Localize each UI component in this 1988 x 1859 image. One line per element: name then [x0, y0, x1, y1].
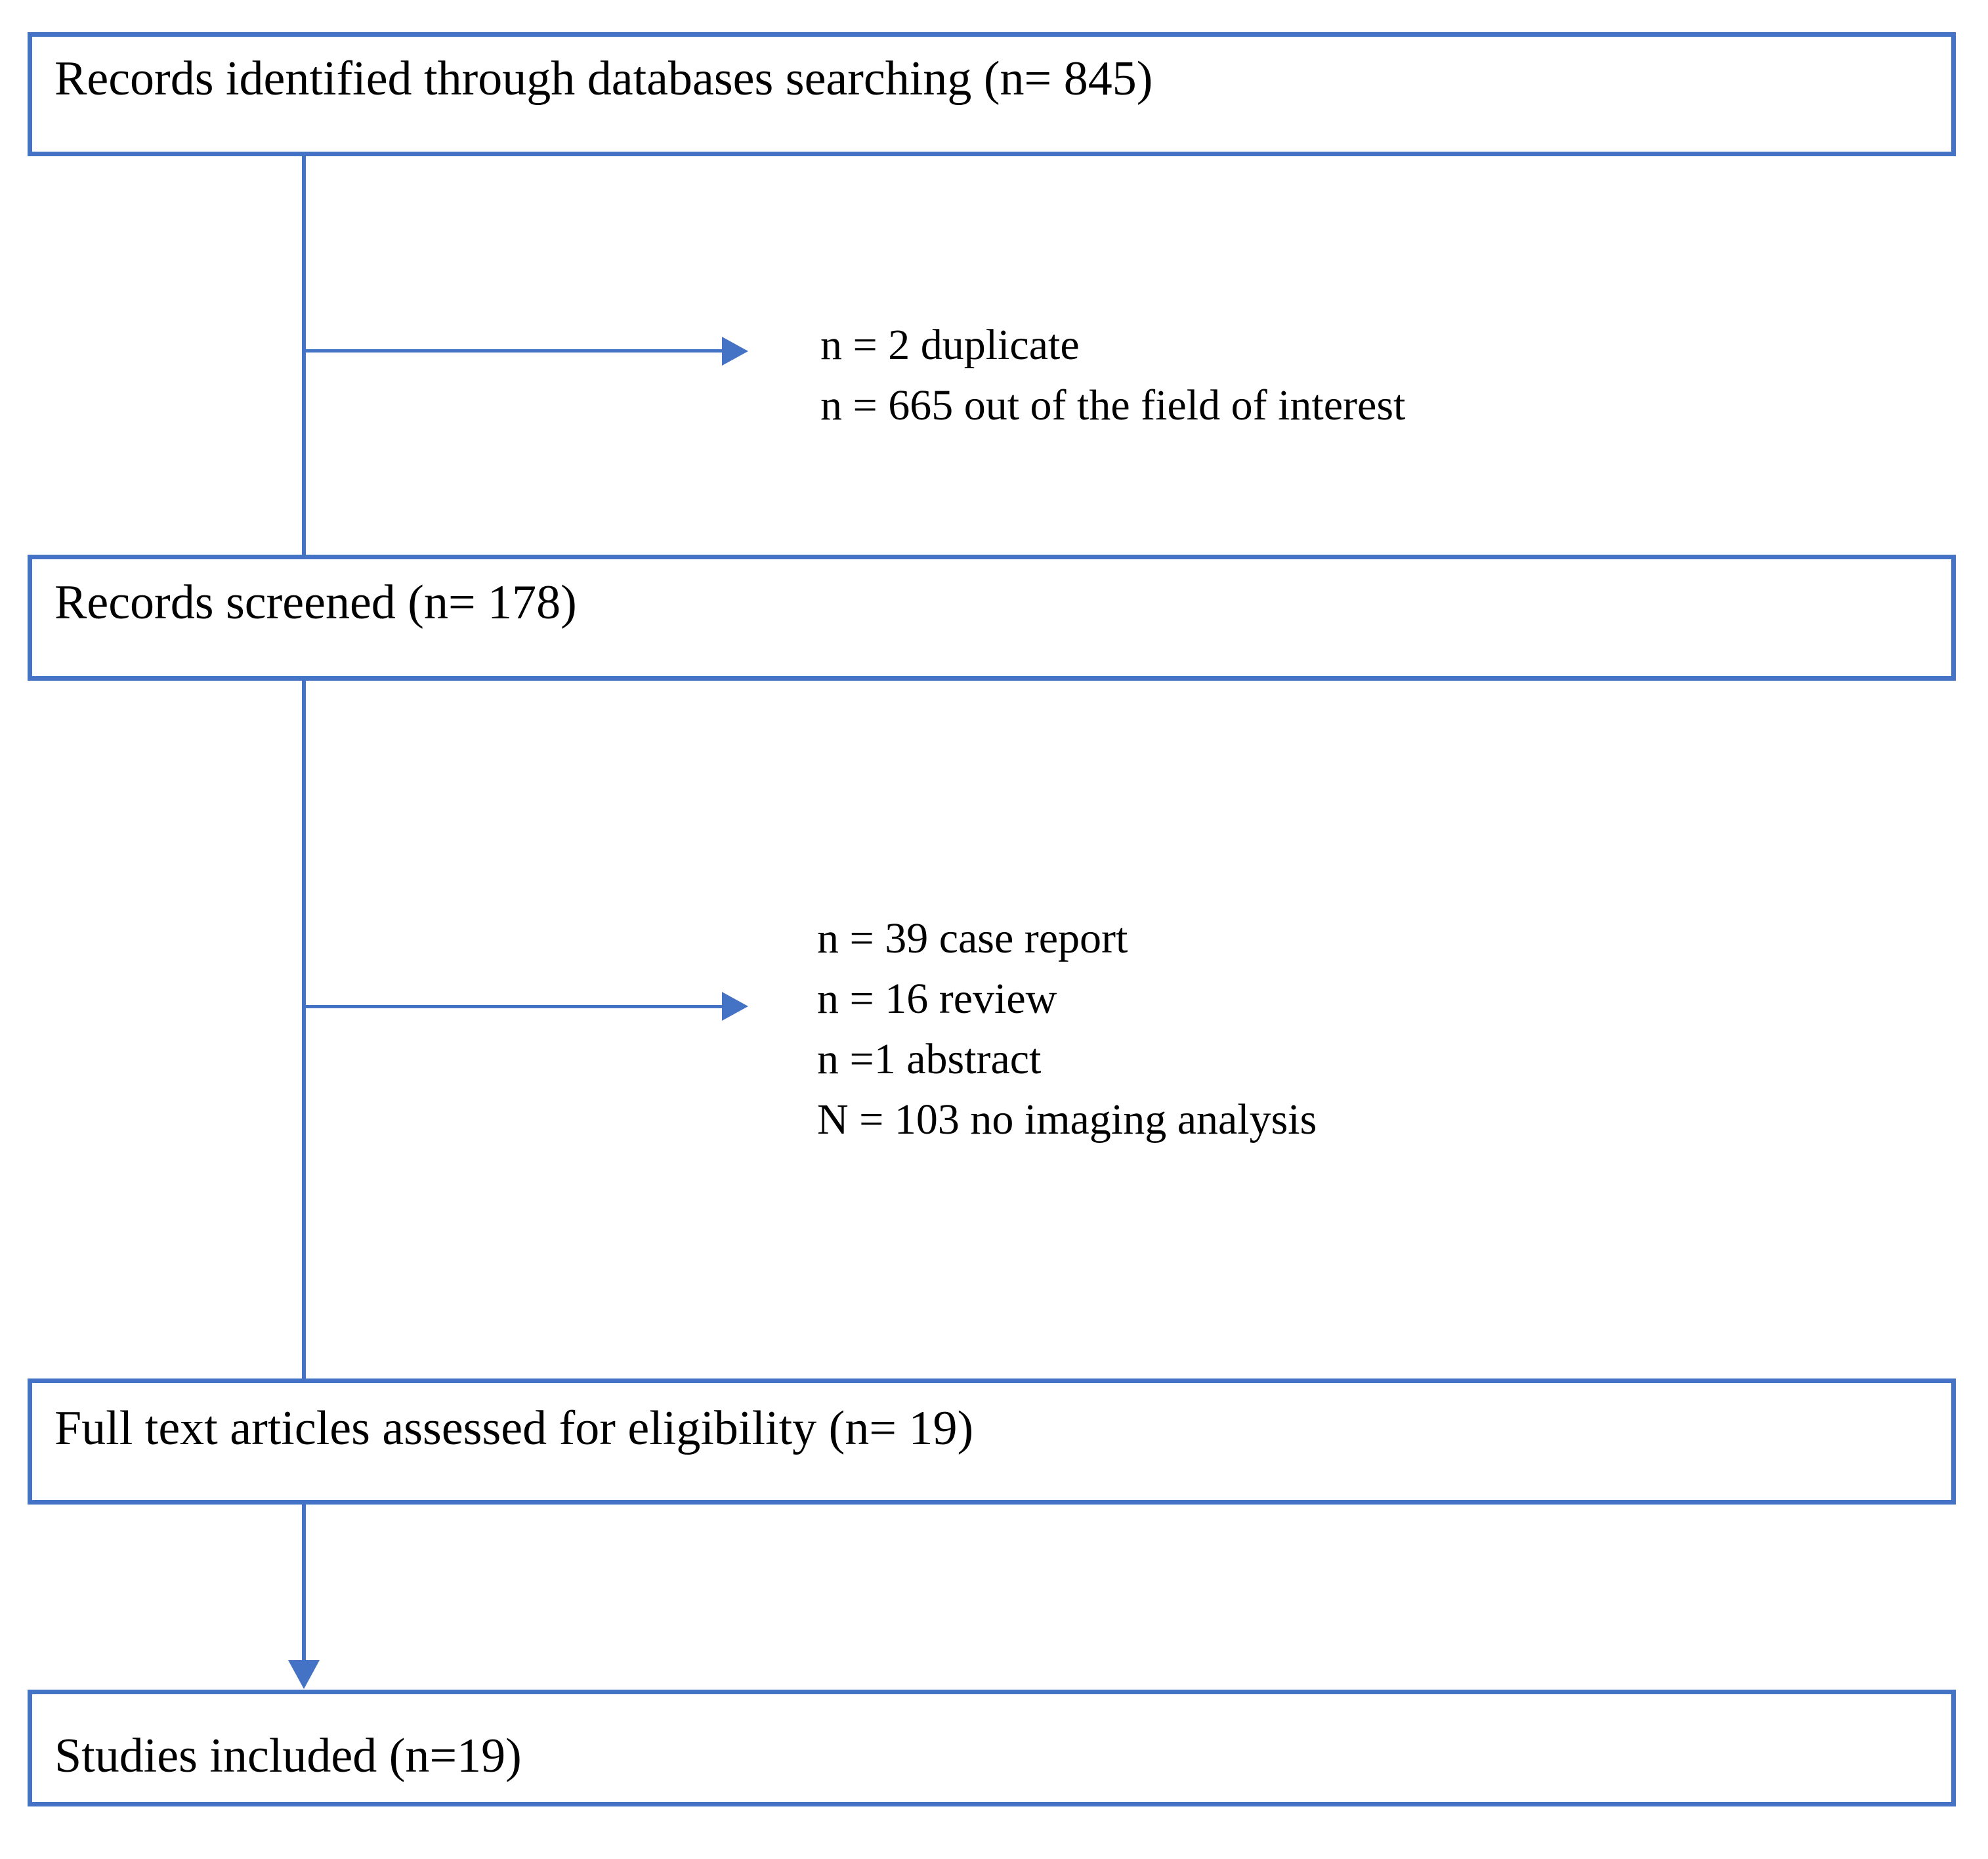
flow-box-studies-included: Studies included (n=19)	[28, 1690, 1956, 1806]
connector-fulltext-to-included	[302, 1505, 306, 1662]
branch-line-exclusion-1	[304, 349, 724, 353]
exclusion-line: n = 665 out of the field of interest	[820, 381, 1406, 429]
exclusion-line: n = 39 case report	[817, 914, 1128, 962]
flow-box-fulltext-assessed: Full text articles assessed for eligibil…	[28, 1378, 1956, 1505]
flow-box-records-screened-label: Records screened (n= 178)	[54, 576, 577, 630]
connector-identified-to-screened	[302, 156, 306, 555]
exclusion-note-1: n = 2 duplicate n = 665 out of the field…	[820, 315, 1405, 436]
flow-box-records-identified: Records identified through databases sea…	[28, 32, 1956, 156]
branch-line-exclusion-2	[304, 1005, 724, 1008]
exclusion-line: N = 103 no imaging analysis	[817, 1096, 1317, 1143]
connector-screened-to-fulltext	[302, 681, 306, 1378]
exclusion-line: n =1 abstract	[817, 1035, 1042, 1083]
exclusion-note-2: n = 39 case report n = 16 review n =1 ab…	[817, 908, 1317, 1150]
exclusion-line: n = 16 review	[817, 975, 1057, 1023]
right-arrowhead-icon	[722, 992, 748, 1021]
down-arrowhead-icon	[288, 1660, 320, 1689]
flow-box-studies-included-label: Studies included (n=19)	[54, 1729, 522, 1784]
flow-box-records-screened: Records screened (n= 178)	[28, 555, 1956, 681]
flow-box-fulltext-assessed-label: Full text articles assessed for eligibil…	[54, 1401, 974, 1456]
exclusion-line: n = 2 duplicate	[820, 321, 1080, 369]
right-arrowhead-icon	[722, 337, 748, 366]
flow-box-records-identified-label: Records identified through databases sea…	[54, 51, 1153, 106]
